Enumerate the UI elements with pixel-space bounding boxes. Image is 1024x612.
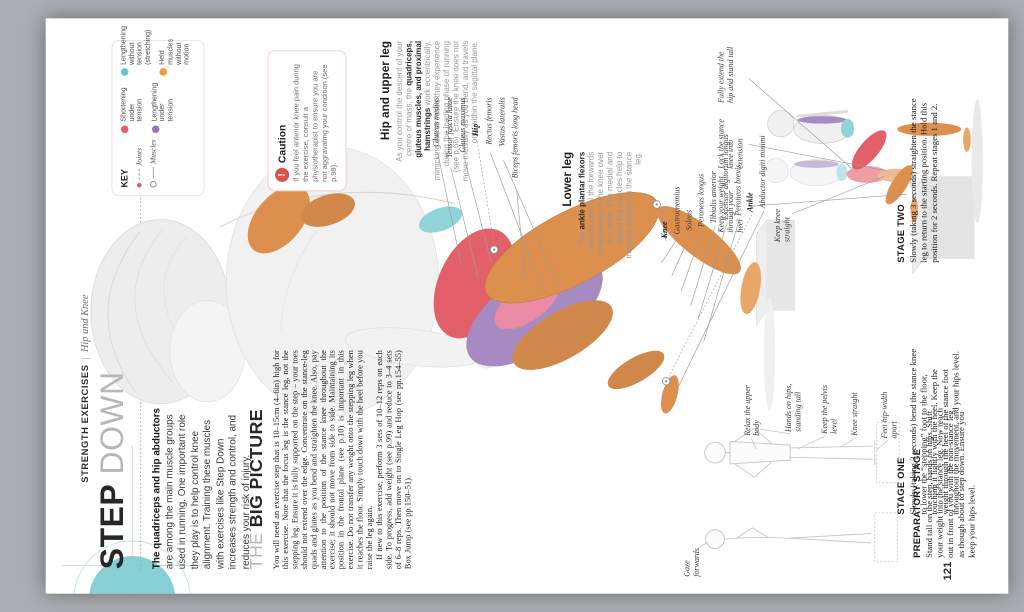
big-picture-heading: THE BIG PICTURE bbox=[247, 409, 268, 569]
annotation-lower-heading: Lower leg bbox=[560, 151, 574, 207]
key-label-shortening: Shortening under tension bbox=[119, 87, 144, 122]
big-picture-heading-the: THE bbox=[246, 527, 267, 570]
intro-lead: The quadriceps and hip abductors bbox=[151, 407, 163, 570]
annotation-hip-heading: Hip and upper leg bbox=[378, 40, 392, 141]
lower-leg-leader-lines bbox=[658, 200, 765, 389]
joint-marker-icon bbox=[136, 182, 142, 188]
key-legend-box: KEY Joints Muscles Shortening under tens… bbox=[111, 26, 205, 197]
page-artwork bbox=[62, 78, 983, 594]
muscle-label: Abductor digiti minimi bbox=[757, 135, 767, 209]
title-word-step: STEP bbox=[94, 483, 131, 570]
stage-one-body: Slowly (taking 3 seconds) bend the stanc… bbox=[909, 348, 962, 515]
cue-label-gaze-forwards: Gaze forwards bbox=[682, 548, 701, 577]
cue-label-pelvis-level: Keep the pelvis level bbox=[819, 385, 838, 434]
muscle-label: Rectus femoris bbox=[483, 97, 494, 145]
joint-label-hip: Hip bbox=[470, 123, 480, 137]
key-dot-held-icon bbox=[159, 68, 168, 77]
key-label-lengthening-no-tension: Lengthening without tension (stretching) bbox=[119, 26, 152, 65]
cue-label-weight-heel: Keep your weight through your heel bbox=[715, 176, 744, 233]
annotation-lower-body: The ankle plantar flexors help to contro… bbox=[576, 151, 643, 259]
exclamation-icon: ! bbox=[275, 167, 290, 182]
chapter-title: Hip and Knee bbox=[79, 294, 91, 353]
joint-dash-line bbox=[138, 168, 140, 181]
stage-one-heading: STAGE ONE bbox=[896, 457, 907, 515]
big-picture-heading-main: BIG PICTURE bbox=[246, 409, 267, 528]
running-header: STRENGTH EXERCISES | Hip and Knee bbox=[80, 295, 91, 483]
muscle-solid-line bbox=[152, 166, 154, 179]
key-title: KEY bbox=[119, 169, 131, 188]
key-muscles-label: Muscles bbox=[149, 139, 158, 165]
muscle-label: Biceps femoris long head bbox=[510, 97, 520, 179]
annotation-lower-leg: Lower leg The ankle plantar flexors help… bbox=[561, 152, 643, 263]
muscle-label: Gluteus maximus bbox=[457, 97, 467, 153]
header-separator: | bbox=[80, 356, 91, 360]
intro-rest: are among the main muscle groups used in… bbox=[163, 414, 252, 570]
big-picture-body: You will need an exercise step that is 1… bbox=[271, 350, 413, 570]
cue-label-knee-straight: Keep knee straight bbox=[772, 209, 791, 243]
cue-label-hands-on-hips: Hands on hips, standing tall bbox=[783, 383, 803, 432]
cue-label-knee-straight-prep: Knee straight bbox=[849, 392, 859, 436]
title-word-down: DOWN bbox=[94, 371, 131, 475]
key-joints-label: Joints bbox=[135, 147, 144, 166]
muscle-label: Peroneus longus bbox=[696, 173, 706, 228]
big-picture-para2: If new to this exercise, perform 3 sets … bbox=[374, 350, 413, 570]
prep-cue-leader-lines bbox=[697, 428, 889, 549]
joint-dot-icons bbox=[489, 200, 671, 386]
stage-figures bbox=[763, 99, 983, 275]
stage-cue-leader-lines bbox=[748, 78, 907, 215]
teal-circle-decoration bbox=[62, 445, 206, 594]
key-dot-shortening-icon bbox=[120, 125, 129, 133]
key-dot-lengthening-no-tension-icon bbox=[120, 68, 129, 77]
caution-box: ! Caution If you feel anterior knee pain … bbox=[267, 50, 347, 192]
hip-leader-lines bbox=[437, 141, 567, 305]
page-number: 121 bbox=[940, 561, 954, 581]
muscle-label: Gastrocnemius bbox=[671, 186, 682, 235]
intro-paragraph: The quadriceps and hip abductors are amo… bbox=[151, 404, 253, 569]
cue-label-relax-upper-body: Relax the upper body bbox=[742, 385, 761, 436]
main-anatomy-figure bbox=[90, 146, 795, 417]
muscle-label: Soleus bbox=[683, 209, 694, 231]
key-dot-lengthening-tension-icon bbox=[151, 125, 160, 133]
page-title: STEP DOWN bbox=[95, 371, 132, 569]
stage-two-block: STAGE TWO Slowly (taking 3 seconds) stra… bbox=[896, 88, 941, 263]
series-title: STRENGTH EXERCISES bbox=[80, 364, 91, 483]
caution-title: Caution bbox=[276, 124, 288, 164]
book-page: STRENGTH EXERCISES | Hip and Knee STEP DOW… bbox=[45, 18, 1009, 594]
stage-one-block: STAGE ONE Slowly (taking 3 seconds) bend… bbox=[896, 347, 962, 515]
caution-body: If you feel anterior knee pain during th… bbox=[292, 64, 339, 182]
cue-label-lock-knee: Lock the stance knee into extension bbox=[715, 119, 744, 169]
muscle-label: Vastus lateralis bbox=[496, 97, 507, 147]
muscle-label: Gluteus medius bbox=[431, 97, 441, 147]
preparatory-outline-figures bbox=[704, 422, 900, 563]
big-picture-para1: You will need an exercise step that is 1… bbox=[271, 350, 374, 570]
muscle-marker-icon bbox=[150, 180, 157, 188]
stage-two-heading: STAGE TWO bbox=[896, 203, 907, 263]
joint-label-knee: Knee bbox=[659, 221, 669, 239]
key-label-held: Held muscles without motion bbox=[157, 39, 191, 65]
muscle-label: Tensor fascia latae bbox=[444, 97, 454, 158]
joint-label-ankle: Ankle bbox=[745, 192, 755, 212]
stage-two-body: Slowly (taking 3 seconds) straighten the… bbox=[909, 98, 941, 263]
key-label-lengthening-tension: Lengthening under tension bbox=[149, 82, 175, 122]
cue-label-extend-hip: Fully extend the hip and stand tall bbox=[715, 46, 735, 103]
